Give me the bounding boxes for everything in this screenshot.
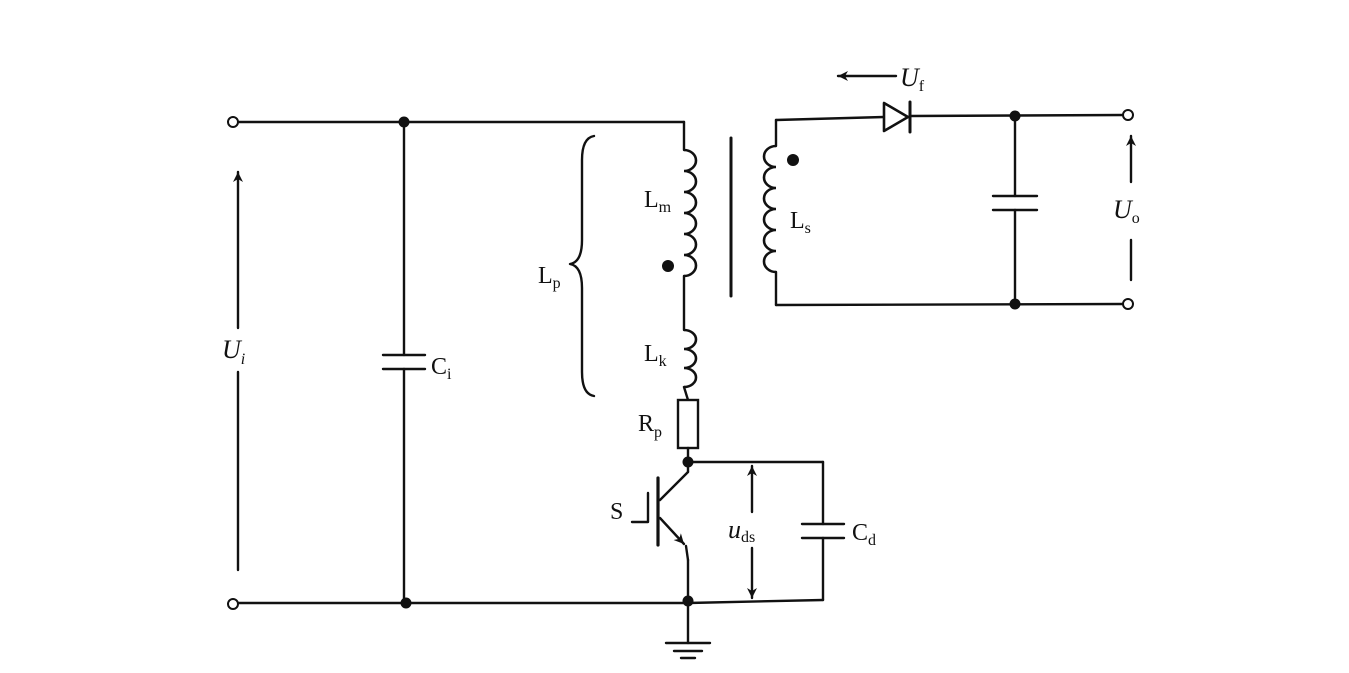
s-label: S (610, 499, 623, 525)
switch-transistor (630, 460, 690, 605)
ground-symbol (664, 601, 712, 660)
node-ci-bottom (400, 597, 412, 609)
node-source (682, 595, 694, 607)
secondary-polarity-dot (787, 154, 799, 166)
ci-capacitor (381, 120, 427, 605)
ui-label: Ui (222, 335, 245, 368)
lp-label: Lp (538, 263, 561, 292)
secondary-wiring (774, 113, 1126, 307)
input-terminal-top (227, 116, 239, 128)
output-diode (882, 100, 912, 134)
primary-winding-lm (682, 120, 698, 332)
uo-label: Uo (1113, 195, 1140, 227)
input-terminal-bottom (227, 598, 239, 610)
rp-label: Rp (638, 411, 662, 441)
ci-label: Ci (431, 354, 452, 383)
lm-label: Lm (644, 187, 672, 216)
node-cout-top (1009, 110, 1021, 122)
cd-label: Cd (852, 520, 876, 549)
node-cout-bottom (1009, 298, 1021, 310)
output-terminal-top (1122, 109, 1134, 121)
rp-resistor (676, 398, 700, 464)
uds-label: uds (728, 515, 755, 546)
primary-polarity-dot (662, 260, 674, 272)
uf-label: Uf (900, 63, 925, 95)
ls-label: Ls (790, 208, 811, 237)
node-ci-top (398, 116, 410, 128)
input-wiring (236, 120, 825, 605)
lp-brace (568, 134, 596, 398)
output-terminal-bottom (1122, 298, 1134, 310)
output-capacitor (991, 114, 1039, 306)
lk-label: Lk (644, 341, 667, 370)
cd-capacitor (686, 460, 846, 602)
leakage-inductor-lk (682, 328, 698, 402)
secondary-winding-ls (762, 118, 778, 307)
